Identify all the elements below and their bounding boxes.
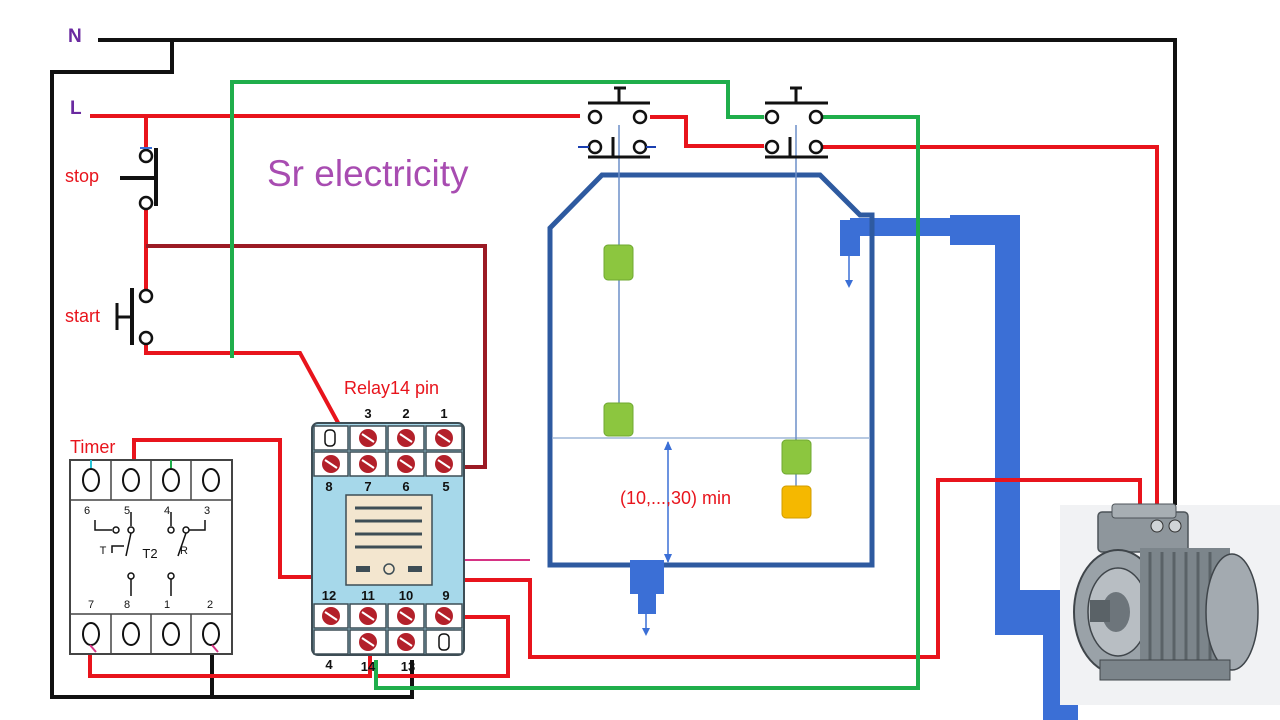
stop-switch xyxy=(120,147,158,211)
relay-pin-9: 9 xyxy=(442,588,449,603)
relay-pin-2: 2 xyxy=(402,406,409,421)
relay-pin-10: 10 xyxy=(399,588,413,603)
relay-pin-7: 7 xyxy=(364,479,371,494)
relay-pin-5: 5 xyxy=(442,479,449,494)
line-label: L xyxy=(70,98,82,119)
timer-pin-5: 5 xyxy=(124,505,130,517)
timer-pin-2: 2 xyxy=(207,599,213,611)
water-pipe xyxy=(840,215,1085,720)
float-switch-2 xyxy=(764,86,828,159)
relay-pin-4: 4 xyxy=(325,657,333,672)
relay-pin-6: 6 xyxy=(402,479,409,494)
float-level-yellow xyxy=(781,485,812,519)
float-switch-1 xyxy=(578,86,656,159)
latch-wire xyxy=(146,244,487,469)
green-wire xyxy=(230,80,920,690)
relay-pin-1: 1 xyxy=(440,406,447,421)
stop-label: stop xyxy=(65,166,99,186)
timer-r-label: R xyxy=(180,545,188,557)
line-wire xyxy=(88,114,1159,678)
timer-pin-3: 3 xyxy=(204,505,210,517)
level-time-label: (10,...,30) min xyxy=(620,488,731,508)
start-switch xyxy=(115,288,154,346)
timer-label: Timer xyxy=(70,437,115,457)
timer-t-label: T xyxy=(100,545,107,557)
start-label: start xyxy=(65,306,100,326)
timer-pin-8: 8 xyxy=(124,599,130,611)
timer-t2-label: T2 xyxy=(142,546,157,561)
relay-pin-8: 8 xyxy=(325,479,332,494)
float-level-green xyxy=(781,439,812,475)
relay-14-pin xyxy=(311,422,465,656)
float-high xyxy=(603,244,634,281)
motor-icon xyxy=(1060,503,1280,705)
relay-pin-11: 11 xyxy=(361,588,375,603)
timer-pin-6: 6 xyxy=(84,505,90,517)
timer-pin-1: 1 xyxy=(164,599,170,611)
neutral-label: N xyxy=(68,26,82,47)
float-low xyxy=(603,402,634,437)
timer-module xyxy=(69,459,233,655)
relay-pin-14: 14 xyxy=(361,659,376,674)
diagram-title: Sr electricity xyxy=(267,153,469,194)
relay-label: Relay14 pin xyxy=(344,378,439,398)
timer-pin-4: 4 xyxy=(164,505,170,517)
relay-pin-13: 13 xyxy=(401,659,415,674)
relay-pin-12: 12 xyxy=(322,588,336,603)
relay-pin-3: 3 xyxy=(364,406,371,421)
timer-pin-7: 7 xyxy=(88,599,94,611)
water-tank xyxy=(547,125,875,636)
